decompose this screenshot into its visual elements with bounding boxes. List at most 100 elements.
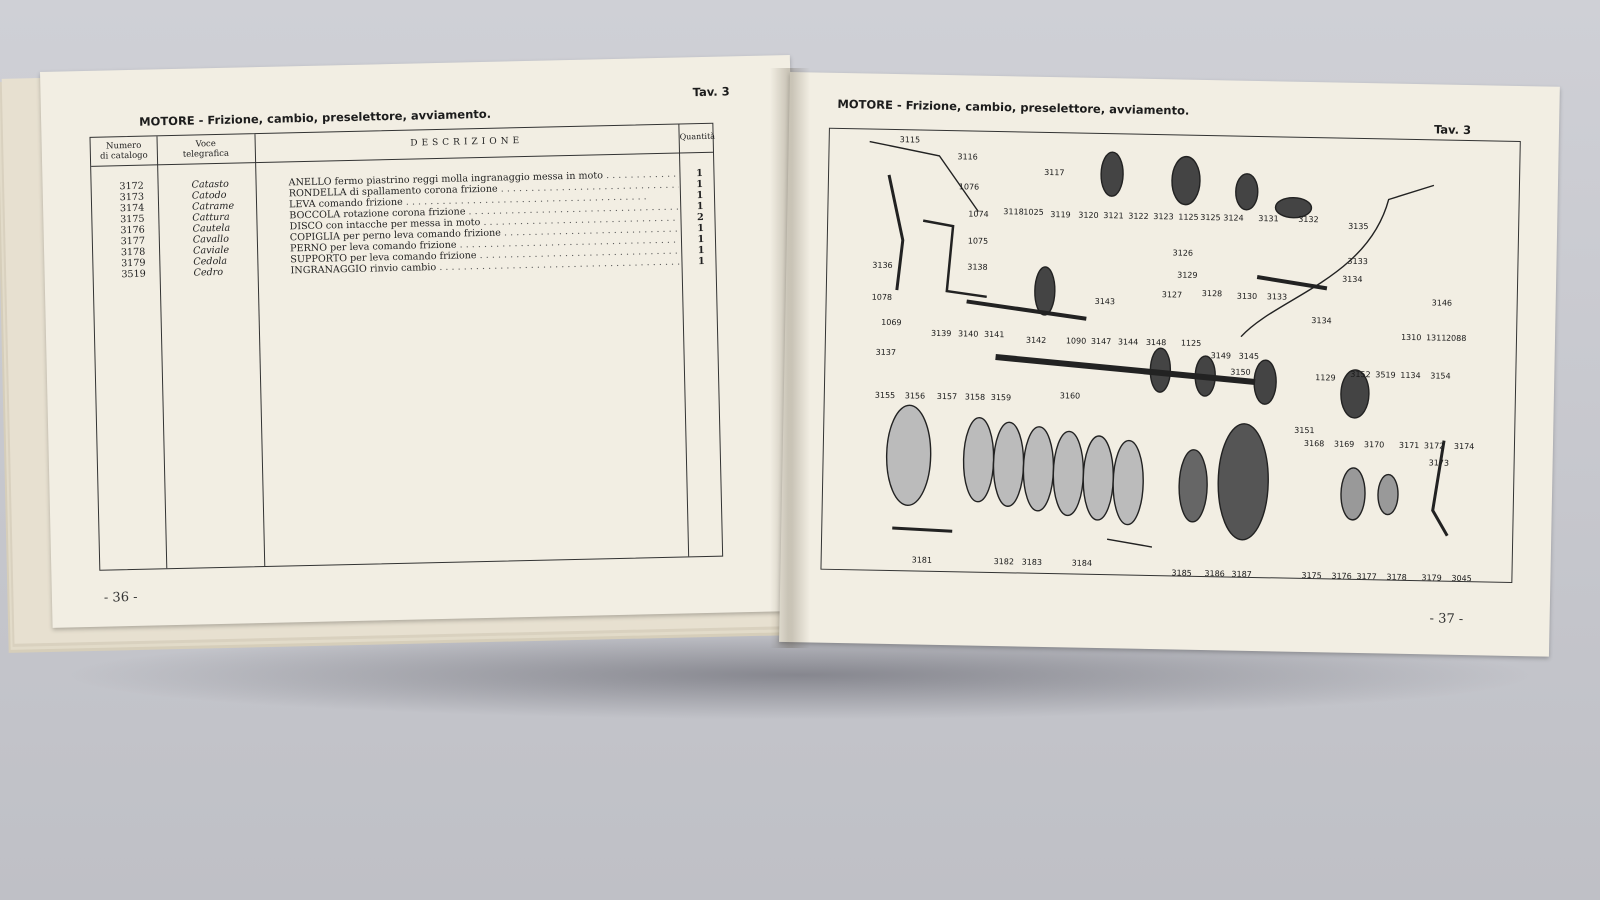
part-number-label: 3174 [1454, 442, 1475, 451]
right-page-header: MOTORE - Frizione, cambio, preselettore,… [837, 96, 1190, 118]
col-header-voce: Voce telegrafica [182, 139, 230, 160]
quantity: 1 [698, 255, 705, 268]
part-number-label: 3045 [1451, 574, 1472, 582]
clutch-disc [1082, 435, 1114, 521]
book-gutter [770, 68, 810, 648]
part-number-label: 3140 [958, 329, 979, 338]
part-number-label: 3170 [1364, 440, 1385, 449]
clutch-disc [992, 421, 1025, 507]
part-number-label: 3173 [1429, 458, 1450, 467]
col-header-descrizione: DESCRIZIONE [410, 136, 524, 149]
shaft [1256, 275, 1328, 291]
part-number-label: 3144 [1118, 337, 1139, 346]
clutch-disc [1022, 426, 1055, 512]
part-number-label: 3143 [1095, 297, 1116, 306]
quantity: 1 [697, 233, 705, 246]
clutch-hub [1178, 449, 1208, 523]
gear [1235, 173, 1259, 211]
gear [1171, 155, 1201, 206]
part-number-label: 3186 [1204, 569, 1225, 578]
part-number-label: 3141 [984, 330, 1005, 339]
part-number-label: 3127 [1162, 290, 1183, 299]
part-number-label: 3138 [967, 262, 988, 271]
telegraphic-word: Cedola [193, 255, 228, 268]
quantity: 1 [696, 178, 704, 191]
part-number-label: 3133 [1347, 257, 1368, 266]
parts-table: Numero di catalogo Voce telegrafica DESC… [89, 122, 724, 571]
part-number-label: 3137 [876, 348, 897, 357]
part-number-label: 3172 [1424, 441, 1445, 450]
part-number-label: 3185 [1171, 568, 1192, 577]
part-number-label: 3147 [1091, 337, 1112, 346]
bracket-lever [922, 219, 987, 299]
part-number-label: 3152 [1350, 370, 1371, 379]
part-number-label: 3126 [1173, 248, 1194, 257]
gear [1340, 369, 1370, 419]
part-number-label: 3134 [1342, 275, 1363, 284]
pin [892, 526, 953, 533]
part-number-label: 3117 [1044, 168, 1065, 177]
part-number-label: 1090 [1066, 336, 1087, 345]
catalog-number: 3519 [121, 268, 146, 281]
gear [1253, 359, 1277, 405]
clutch-drum [1217, 423, 1269, 541]
part-number-label: 3182 [994, 557, 1015, 566]
telegraphic-word: Cavallo [192, 233, 230, 246]
part-number-label: 3148 [1146, 338, 1167, 347]
part-number-label: 3129 [1177, 270, 1198, 279]
quantity: 1 [696, 167, 703, 180]
part-number-label: 3159 [991, 393, 1012, 402]
clutch-disc [1112, 439, 1144, 526]
part-number-label: 3150 [1230, 368, 1251, 377]
gear [1100, 151, 1124, 197]
part-number-label: 1129 [1315, 373, 1336, 382]
part-number-label: 3122 [1128, 212, 1149, 221]
part-number-label: 3120 [1078, 211, 1099, 220]
rod [1106, 538, 1153, 548]
part-number-label: 3124 [1223, 213, 1244, 222]
part-number-label: 3176 [1331, 571, 1352, 580]
sprocket [1340, 467, 1366, 521]
part-number-label: 1074 [968, 209, 989, 218]
quantity: 1 [696, 189, 704, 202]
part-number-label: 1075 [968, 236, 989, 245]
lever [1431, 440, 1449, 537]
telegraphic-word: Caviale [192, 244, 230, 257]
part-number-label: 1025 [1023, 208, 1044, 217]
part-number-label: 1069 [881, 318, 902, 327]
part-number-label: 3128 [1202, 289, 1223, 298]
part-number-label: 3146 [1432, 298, 1453, 307]
part-number-label: 3131 [1258, 214, 1279, 223]
part-number-label: 3121 [1103, 211, 1124, 220]
part-number-label: 1125 [1178, 212, 1199, 221]
part-number-label: 3142 [1026, 336, 1047, 345]
part-number-label: 3116 [957, 152, 978, 161]
left-page-header: MOTORE - Frizione, cambio, preselettore,… [138, 106, 492, 129]
left-page: MOTORE - Frizione, cambio, preselettore,… [40, 54, 803, 628]
part-number-label: 3519 [1375, 370, 1396, 379]
part-number-label: 3139 [931, 329, 952, 338]
part-number-label: 3183 [1022, 558, 1043, 567]
part-number-label: 3168 [1304, 439, 1325, 448]
part-number-label: 3154 [1430, 371, 1451, 380]
telegraphic-word: Cautela [192, 222, 231, 235]
part-number-label: 1134 [1400, 371, 1421, 380]
part-number-label: 3130 [1237, 292, 1258, 301]
part-number-label: 1310 [1401, 333, 1422, 342]
gear [1034, 266, 1056, 316]
part-number-label: 3136 [872, 261, 893, 270]
part-number-label: 3181 [912, 555, 933, 564]
part-number-label: 3157 [937, 392, 958, 401]
part-number-label: 3158 [965, 392, 986, 401]
telegraphic-word: Catodo [191, 189, 227, 202]
part-number-label: 3134 [1311, 316, 1332, 325]
part-number-label: 3119 [1050, 210, 1071, 219]
part-number-label: 3156 [905, 391, 926, 400]
part-number-label: 3135 [1348, 222, 1369, 231]
clutch-disc [962, 416, 995, 503]
part-number-label: 1125 [1181, 339, 1202, 348]
quantity: 1 [696, 200, 704, 213]
lever-rod [869, 140, 979, 213]
gear [1274, 196, 1313, 219]
